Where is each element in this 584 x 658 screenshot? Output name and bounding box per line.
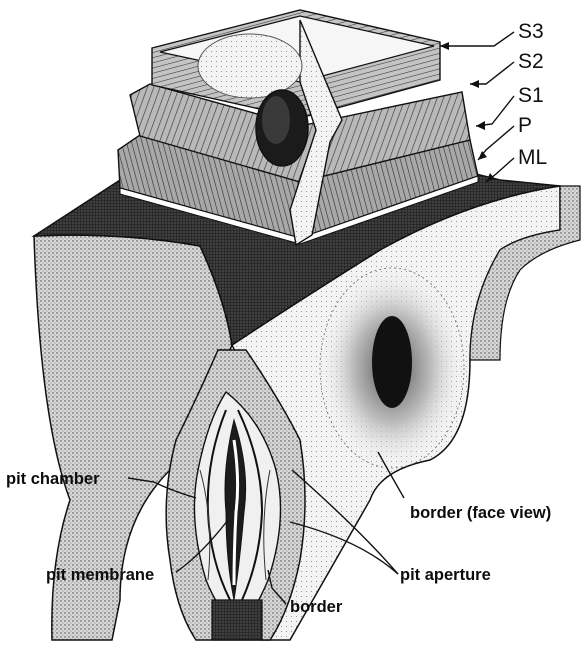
- lumen-dome: [198, 34, 302, 98]
- block-pit-aperture-shade: [262, 96, 290, 144]
- label-pit-aperture: pit aperture: [400, 566, 491, 584]
- s1-leader: [476, 96, 514, 126]
- face-view-aperture: [372, 316, 412, 408]
- s1-arrowhead: [476, 121, 485, 130]
- p-arrowhead: [478, 151, 487, 160]
- layer-labels: S3 S2 S1 P ML: [518, 20, 547, 169]
- label-s2: S2: [518, 50, 544, 73]
- label-border: border: [290, 598, 343, 616]
- label-s1: S1: [518, 84, 544, 107]
- s2-arrowhead: [470, 80, 479, 88]
- s3-arrowhead: [440, 42, 449, 50]
- label-pit-chamber: pit chamber: [6, 470, 100, 488]
- s3-leader: [440, 32, 514, 46]
- face-view-pit: [320, 268, 464, 468]
- pit-stem: [212, 600, 262, 640]
- label-pit-membrane: pit membrane: [46, 566, 154, 584]
- label-border-face-view: border (face view): [410, 504, 551, 522]
- s2-leader: [470, 62, 514, 84]
- label-s3: S3: [518, 20, 544, 43]
- label-ml: ML: [518, 146, 547, 169]
- label-p: P: [518, 114, 532, 137]
